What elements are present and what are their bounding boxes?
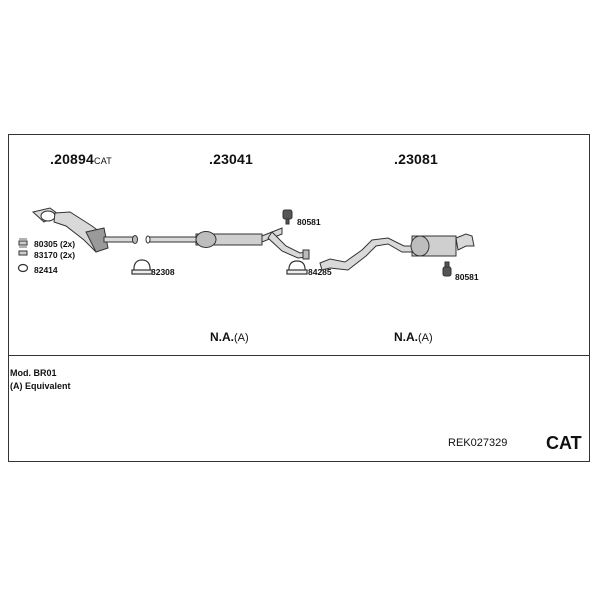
gasket-label-2: 83170 (2x) — [34, 250, 76, 260]
part-number-2: .23041 — [209, 151, 254, 167]
na-label-1: N.A.(A) — [210, 330, 249, 344]
hanger-icon-top — [282, 209, 293, 225]
clamp-label-left: 82414 — [34, 265, 58, 275]
middle-muffler — [145, 227, 283, 248]
gasket-label-1: 80305 (2x) — [34, 239, 76, 249]
clamp-label-right: 84285 — [308, 267, 332, 277]
clamp-icon-mid — [131, 259, 153, 275]
model-note: Mod. BR01 — [10, 368, 57, 378]
part-number-3: .23081 — [394, 151, 439, 167]
section-divider — [8, 355, 590, 356]
clamp-label-mid: 82308 — [151, 267, 175, 277]
hanger-label-top: 80581 — [297, 217, 321, 227]
na-label-2: N.A.(A) — [394, 330, 433, 344]
gasket-icon — [18, 238, 28, 256]
connecting-pipe — [267, 231, 310, 260]
clamp-icon-right — [286, 260, 308, 275]
reference-number: REK027329 — [448, 437, 508, 449]
equivalent-note: (A) Equivalent — [10, 381, 71, 391]
clamp-icon — [17, 263, 29, 273]
rear-muffler — [319, 233, 475, 271]
hanger-icon-rear — [442, 261, 452, 277]
cat-label: CAT — [546, 433, 582, 453]
catalytic-converter — [31, 207, 138, 253]
diagram-frame — [8, 134, 590, 462]
hanger-label-rear: 80581 — [455, 272, 479, 282]
part-number-1: .20894CAT — [50, 151, 112, 167]
